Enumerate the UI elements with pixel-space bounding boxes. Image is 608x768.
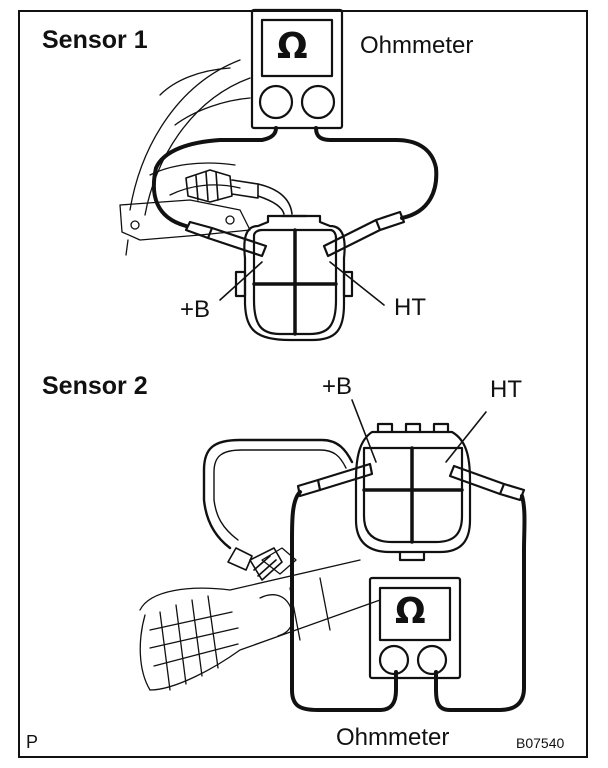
pin-label-ht-2: HT [490, 376, 522, 403]
oxygen-sensor-1 [185, 169, 293, 215]
pin-pointer-plus-b-2 [351, 399, 377, 463]
lead-wire-right-2 [434, 494, 527, 712]
lead-wire-right-1 [314, 126, 439, 220]
lead-wire-left-2 [290, 490, 398, 712]
oxygen-sensor-2 [227, 547, 283, 581]
connector-2 [354, 422, 472, 562]
pin-label-plus-b-2: +B [322, 373, 353, 400]
pin-label-ht-1: HT [394, 294, 426, 321]
lead-wire-left-1 [151, 126, 278, 228]
exhaust-manifold-sketch-1 [119, 59, 251, 256]
sensor-harness-2 [202, 438, 354, 550]
sensor-2-title: Sensor 2 [42, 372, 148, 400]
pin-pointer-ht-2 [445, 411, 487, 463]
sensor-1-title: Sensor 1 [42, 26, 148, 54]
connector-1 [234, 214, 354, 342]
pin-label-plus-b-1: +B [180, 296, 211, 323]
ohm-symbol-icon-2: Ω [395, 591, 426, 632]
ohmmeter-label-1: Ohmmeter [360, 32, 474, 59]
ohm-symbol-icon-1: Ω [277, 26, 308, 67]
pin-pointer-ht-1 [329, 261, 385, 306]
corner-mark: P [26, 732, 39, 752]
pin-pointer-plus-b-1 [219, 261, 263, 301]
figure-code: B07540 [516, 735, 565, 751]
exhaust-pipe-sketch-2 [139, 547, 381, 691]
ohmmeter-device-1 [250, 8, 344, 130]
ohmmeter-device-2 [368, 576, 462, 680]
ohmmeter-label-2: Ohmmeter [336, 724, 450, 751]
